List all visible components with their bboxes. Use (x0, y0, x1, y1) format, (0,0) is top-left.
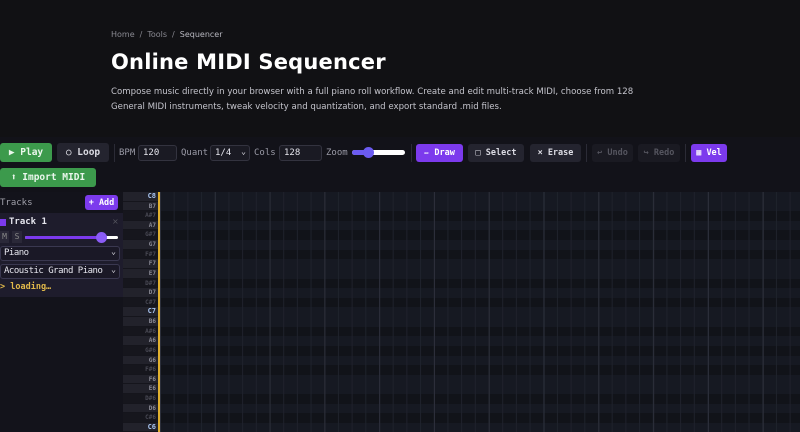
page-header: Home / Tools / Sequencer Online MIDI Sequenc… (0, 0, 800, 137)
page-description: Compose music directly in your browser w… (111, 87, 634, 112)
import-midi-button[interactable]: ⬆ Import MIDI (0, 168, 96, 187)
piano-key[interactable]: F#7 (123, 249, 158, 260)
track-card: Track 1 × M S Piano ⌄ Acoustic Grand Pian… (0, 213, 123, 297)
breadcrumb-current: Sequencer (179, 30, 223, 39)
remove-track-icon[interactable]: × (112, 217, 119, 226)
piano-key[interactable]: C#6 (123, 413, 158, 423)
bpm-label: BPM (119, 148, 136, 158)
tracks-label: Tracks (0, 198, 33, 208)
breadcrumb: Home / Tools / Sequencer (111, 30, 228, 39)
piano-key[interactable]: C7 (123, 307, 158, 318)
piano-key[interactable]: A#7 (123, 211, 158, 221)
piano-key[interactable]: D7 (123, 288, 158, 298)
play-button[interactable]: ▶ Play (0, 143, 52, 162)
zoom-label: Zoom (326, 148, 348, 158)
piano-key[interactable]: G#7 (123, 230, 158, 241)
track-name[interactable]: Track 1 (9, 217, 47, 227)
piano-key[interactable]: F6 (123, 374, 158, 385)
zoom-slider-thumb[interactable] (362, 147, 374, 158)
mute-button[interactable]: M (0, 231, 9, 243)
piano-key[interactable]: F7 (123, 259, 158, 269)
select-tool-button[interactable]: □ Select (468, 144, 524, 162)
divider (685, 144, 686, 162)
track-status: > loading… (0, 282, 52, 292)
divider (411, 144, 412, 162)
breadcrumb-separator: / (139, 30, 143, 39)
instrument-value: Acoustic Grand Piano (4, 266, 103, 276)
piano-key[interactable]: C#7 (123, 297, 158, 308)
quant-value: 1/4 (215, 148, 232, 158)
loop-button[interactable]: ○ Loop (57, 143, 109, 162)
piano-key[interactable]: C8 (123, 192, 158, 202)
draw-tool-button[interactable]: ✏ Draw (416, 144, 463, 162)
piano-key[interactable]: E7 (123, 268, 158, 279)
undo-button[interactable]: ↩ Undo (592, 144, 633, 162)
chevron-down-icon: ⌄ (111, 247, 116, 256)
track-volume-thumb[interactable] (96, 232, 108, 243)
piano-key[interactable]: E6 (123, 384, 158, 394)
divider (114, 144, 115, 162)
piano-roll-grid[interactable] (160, 192, 800, 432)
breadcrumb-separator: / (172, 30, 175, 39)
piano-key[interactable]: F#6 (123, 365, 158, 375)
divider (586, 144, 587, 162)
piano-key[interactable]: B7 (123, 201, 158, 212)
piano-key[interactable]: C6 (123, 422, 158, 432)
playhead[interactable] (158, 192, 160, 432)
chevron-down-icon: ⌄ (111, 265, 116, 274)
piano-key[interactable]: G7 (123, 240, 158, 250)
instrument-category-select[interactable]: Piano ⌄ (0, 246, 120, 261)
zoom-slider[interactable] (352, 147, 405, 158)
piano-key[interactable]: D6 (123, 403, 158, 414)
add-track-button[interactable]: + Add (85, 195, 118, 210)
cols-label: Cols (254, 148, 276, 158)
page-title: Online MIDI Sequencer (111, 50, 386, 74)
piano-key[interactable]: B6 (123, 317, 158, 327)
breadcrumb-home[interactable]: Home (111, 30, 135, 39)
track-volume-slider[interactable] (25, 232, 118, 243)
track-color-swatch[interactable] (0, 219, 6, 226)
quant-label: Quant (181, 148, 209, 158)
bpm-input[interactable]: 120 (138, 145, 177, 161)
breadcrumb-tools[interactable]: Tools (147, 30, 168, 39)
erase-tool-button[interactable]: × Erase (530, 144, 581, 162)
piano-key[interactable]: D#6 (123, 394, 158, 404)
category-value: Piano (4, 248, 29, 258)
quant-select[interactable]: 1/4 ⌄ (210, 145, 250, 161)
piano-key[interactable]: A#6 (123, 326, 158, 337)
chevron-down-icon: ⌄ (241, 147, 246, 156)
grid-lines (160, 192, 800, 432)
piano-key[interactable]: A7 (123, 220, 158, 231)
velocity-toggle-button[interactable]: ▦ Vel (691, 144, 727, 162)
redo-button[interactable]: ↪ Redo (638, 144, 680, 162)
solo-button[interactable]: S (12, 231, 22, 243)
instrument-select[interactable]: Acoustic Grand Piano ⌄ (0, 264, 120, 279)
piano-key[interactable]: G6 (123, 355, 158, 366)
piano-key[interactable]: D#7 (123, 278, 158, 289)
cols-input[interactable]: 128 (279, 145, 322, 161)
piano-key[interactable]: G#6 (123, 345, 158, 356)
piano-key[interactable]: A6 (123, 336, 158, 346)
